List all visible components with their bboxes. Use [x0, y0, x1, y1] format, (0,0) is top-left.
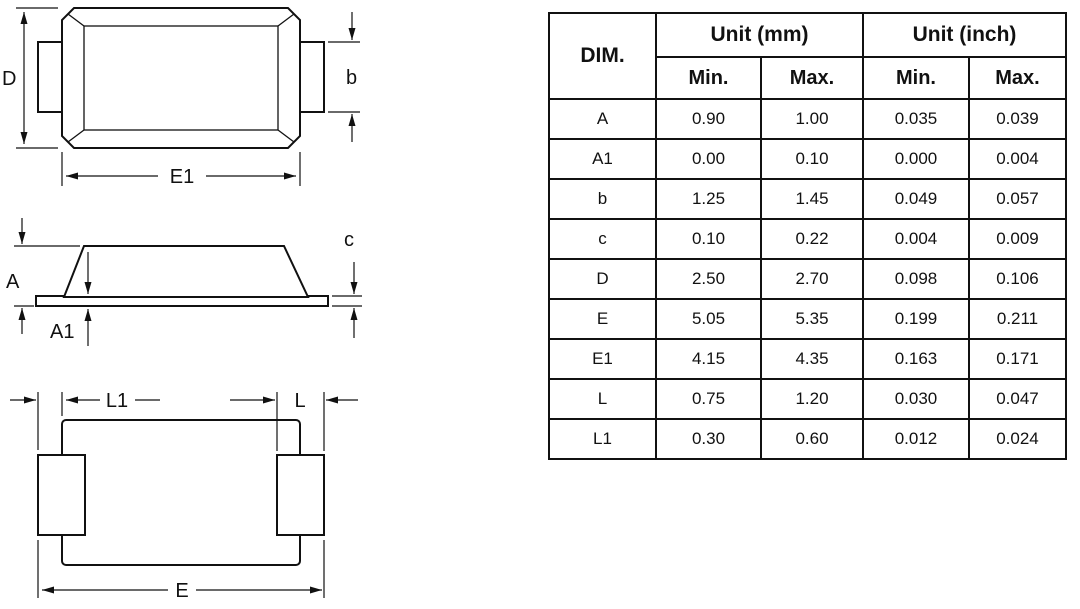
table-cell-mm_max: 0.22 — [760, 218, 864, 260]
d-dimension: D — [2, 7, 58, 149]
table-cell-mm_min: 0.90 — [655, 98, 762, 140]
l-dimension: L — [230, 390, 358, 451]
top-view-body-top-face — [83, 25, 279, 131]
table-header-unit-mm: Unit (mm) — [655, 12, 864, 58]
top-view-right-lead — [299, 41, 325, 113]
package-outline-drawing: D b E1 A A1 — [2, 7, 362, 602]
side-view-body-outline — [62, 245, 310, 298]
table-cell-inch_min: 0.163 — [862, 338, 970, 380]
table-header-mm-max: Max. — [760, 56, 864, 100]
bottom-view-right-pad — [276, 454, 325, 536]
dimension-label-d: D — [2, 68, 16, 90]
top-view-left-lead — [37, 41, 63, 113]
table-cell-dim: L — [548, 378, 657, 420]
table-cell-inch_max: 0.047 — [968, 378, 1067, 420]
table-cell-mm_max: 5.35 — [760, 298, 864, 340]
top-view-body-outline — [61, 7, 301, 149]
table-cell-mm_max: 0.10 — [760, 138, 864, 180]
l1-dimension: L1 — [10, 390, 160, 450]
top-view-corner-bevels — [67, 13, 295, 143]
table-cell-mm_max: 0.60 — [760, 418, 864, 460]
table-cell-mm_min: 5.05 — [655, 298, 762, 340]
bottom-view-left-pad — [37, 454, 86, 536]
table-cell-inch_min: 0.049 — [862, 178, 970, 220]
dimension-label-e1: E1 — [170, 166, 194, 188]
table-cell-inch_max: 0.004 — [968, 138, 1067, 180]
table-cell-inch_min: 0.012 — [862, 418, 970, 460]
table-cell-inch_min: 0.000 — [862, 138, 970, 180]
table-header-inch-max: Max. — [968, 56, 1067, 100]
dimension-label-c: c — [344, 229, 354, 251]
c-dimension: c — [332, 229, 362, 338]
table-cell-mm_min: 4.15 — [655, 338, 762, 380]
table-cell-inch_max: 0.009 — [968, 218, 1067, 260]
a-dimension: A — [6, 218, 80, 334]
side-view: A A1 c — [6, 218, 362, 346]
table-cell-dim: E1 — [548, 338, 657, 380]
table-cell-dim: E — [548, 298, 657, 340]
table-cell-mm_max: 1.45 — [760, 178, 864, 220]
dimension-label-e: E — [175, 580, 188, 602]
table-cell-dim: D — [548, 258, 657, 300]
table-cell-mm_max: 1.00 — [760, 98, 864, 140]
table-cell-dim: c — [548, 218, 657, 260]
table-cell-inch_min: 0.030 — [862, 378, 970, 420]
table-cell-dim: A — [548, 98, 657, 140]
table-cell-mm_max: 2.70 — [760, 258, 864, 300]
table-cell-mm_min: 2.50 — [655, 258, 762, 300]
table-cell-mm_min: 0.75 — [655, 378, 762, 420]
table-cell-dim: L1 — [548, 418, 657, 460]
e1-dimension: E1 — [61, 152, 301, 188]
table-cell-mm_min: 0.00 — [655, 138, 762, 180]
table-cell-dim: b — [548, 178, 657, 220]
table-header-dim: DIM. — [548, 12, 657, 100]
table-cell-mm_max: 4.35 — [760, 338, 864, 380]
bottom-view: L1 L E — [10, 390, 358, 602]
dimension-label-a: A — [6, 271, 20, 293]
table-cell-inch_max: 0.024 — [968, 418, 1067, 460]
table-cell-inch_max: 0.039 — [968, 98, 1067, 140]
table-header-unit-inch: Unit (inch) — [862, 12, 1067, 58]
dimension-label-a1: A1 — [50, 321, 74, 343]
table-cell-inch_max: 0.106 — [968, 258, 1067, 300]
dimension-table: DIM. Unit (mm) Unit (inch) Min. Max. Min… — [548, 12, 1067, 460]
table-cell-inch_max: 0.211 — [968, 298, 1067, 340]
table-cell-inch_min: 0.098 — [862, 258, 970, 300]
table-header-mm-min: Min. — [655, 56, 762, 100]
table-header-inch-min: Min. — [862, 56, 970, 100]
table-cell-dim: A1 — [548, 138, 657, 180]
top-view: D b E1 — [2, 7, 360, 188]
table-cell-mm_min: 1.25 — [655, 178, 762, 220]
table-cell-inch_min: 0.199 — [862, 298, 970, 340]
table-cell-mm_min: 0.10 — [655, 218, 762, 260]
dimension-label-l1: L1 — [106, 390, 128, 412]
bottom-view-body-outline — [61, 419, 301, 566]
b-dimension: b — [328, 12, 360, 142]
dimension-label-l: L — [294, 390, 305, 412]
dimension-label-b: b — [346, 67, 357, 89]
table-cell-mm_min: 0.30 — [655, 418, 762, 460]
table-cell-inch_min: 0.035 — [862, 98, 970, 140]
table-cell-inch_max: 0.057 — [968, 178, 1067, 220]
a1-dimension: A1 — [50, 252, 92, 346]
e-dimension: E — [37, 540, 325, 602]
table-cell-inch_min: 0.004 — [862, 218, 970, 260]
table-cell-inch_max: 0.171 — [968, 338, 1067, 380]
table-cell-mm_max: 1.20 — [760, 378, 864, 420]
